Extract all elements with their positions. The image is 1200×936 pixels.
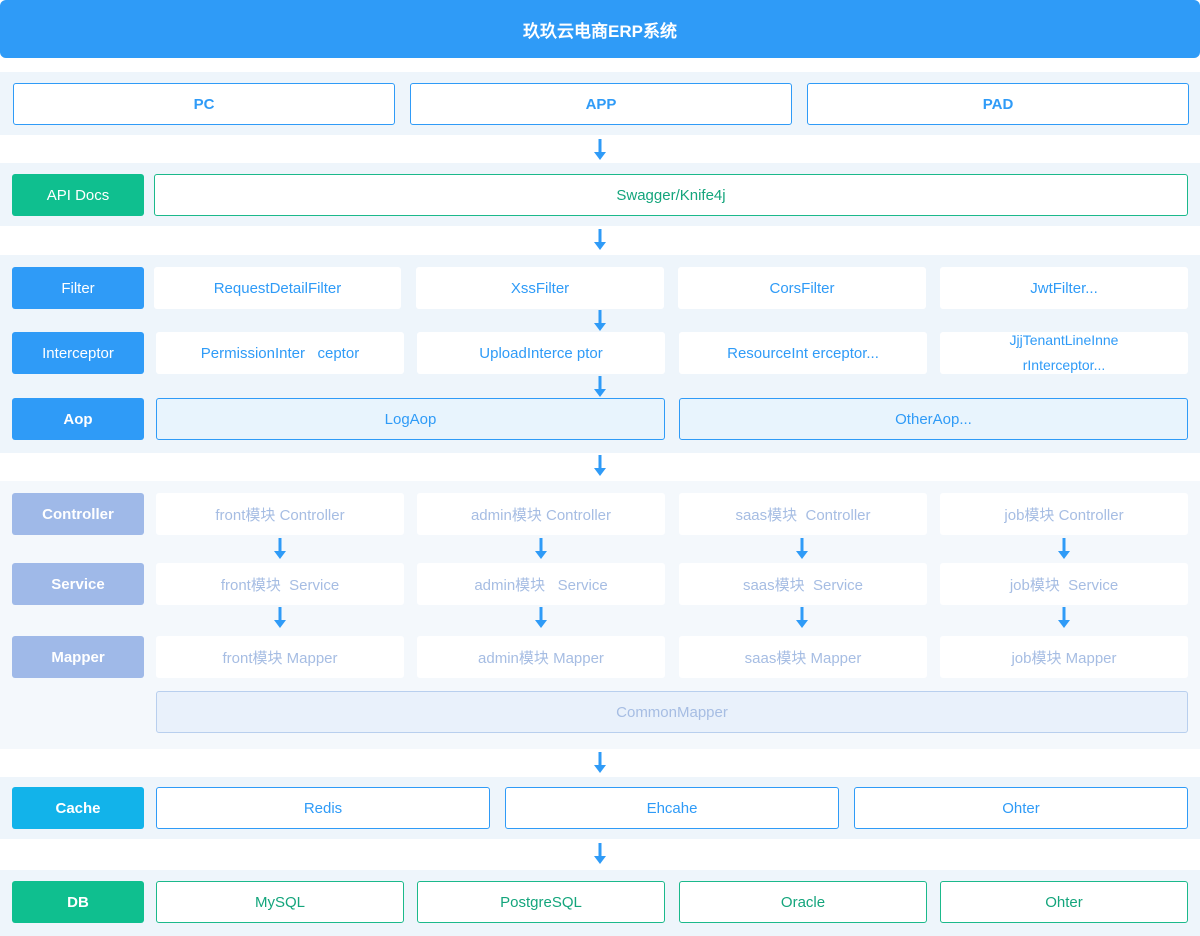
common-mapper-box: CommonMapper: [156, 691, 1188, 733]
filter-item: XssFilter: [416, 267, 664, 309]
down-arrow-icon: [796, 538, 808, 560]
controller-item: front模块 Controller: [156, 493, 404, 535]
cache-item: Ehcahe: [505, 787, 839, 829]
mapper-label: Mapper: [12, 636, 144, 678]
client-pc: PC: [13, 83, 395, 125]
api-docs-label: API Docs: [12, 174, 144, 216]
down-arrow-icon: [594, 376, 606, 398]
down-arrow-icon: [594, 455, 606, 477]
filter-item: CorsFilter: [678, 267, 926, 309]
service-item: admin模块 Service: [417, 563, 665, 605]
down-arrow-icon: [535, 538, 547, 560]
mapper-item: saas模块 Mapper: [679, 636, 927, 678]
cache-label: Cache: [12, 787, 144, 829]
filter-item: RequestDetailFilter: [154, 267, 401, 309]
service-item: front模块 Service: [156, 563, 404, 605]
db-item: PostgreSQL: [417, 881, 665, 923]
controller-item: saas模块 Controller: [679, 493, 927, 535]
client-pad: PAD: [807, 83, 1189, 125]
down-arrow-icon: [594, 843, 606, 865]
down-arrow-icon: [594, 229, 606, 251]
down-arrow-icon: [796, 607, 808, 629]
controller-item: job模块 Controller: [940, 493, 1188, 535]
interceptor-item: PermissionInter ceptor: [156, 332, 404, 374]
filter-label: Filter: [12, 267, 144, 309]
down-arrow-icon: [594, 139, 606, 161]
page-title: 玖玖云电商ERP系统: [0, 0, 1200, 58]
swagger-box: Swagger/Knife4j: [154, 174, 1188, 216]
aop-item: LogAop: [156, 398, 665, 440]
service-item: job模块 Service: [940, 563, 1188, 605]
down-arrow-icon: [594, 752, 606, 774]
mapper-item: front模块 Mapper: [156, 636, 404, 678]
controller-label: Controller: [12, 493, 144, 535]
down-arrow-icon: [535, 607, 547, 629]
service-item: saas模块 Service: [679, 563, 927, 605]
down-arrow-icon: [1058, 607, 1070, 629]
cache-item: Redis: [156, 787, 490, 829]
down-arrow-icon: [1058, 538, 1070, 560]
db-item: MySQL: [156, 881, 404, 923]
down-arrow-icon: [274, 538, 286, 560]
mapper-item: admin模块 Mapper: [417, 636, 665, 678]
db-item: Ohter: [940, 881, 1188, 923]
interceptor-label: Interceptor: [12, 332, 144, 374]
filter-item: JwtFilter...: [940, 267, 1188, 309]
mapper-item: job模块 Mapper: [940, 636, 1188, 678]
service-label: Service: [12, 563, 144, 605]
interceptor-item: UploadInterce ptor: [417, 332, 665, 374]
interceptor-item: JjjTenantLineInne rInterceptor...: [940, 332, 1188, 374]
cache-item: Ohter: [854, 787, 1188, 829]
client-app: APP: [410, 83, 792, 125]
interceptor-item: ResourceInt erceptor...: [679, 332, 927, 374]
controller-item: admin模块 Controller: [417, 493, 665, 535]
db-label: DB: [12, 881, 144, 923]
down-arrow-icon: [274, 607, 286, 629]
aop-item: OtherAop...: [679, 398, 1188, 440]
down-arrow-icon: [594, 310, 606, 332]
aop-label: Aop: [12, 398, 144, 440]
db-item: Oracle: [679, 881, 927, 923]
